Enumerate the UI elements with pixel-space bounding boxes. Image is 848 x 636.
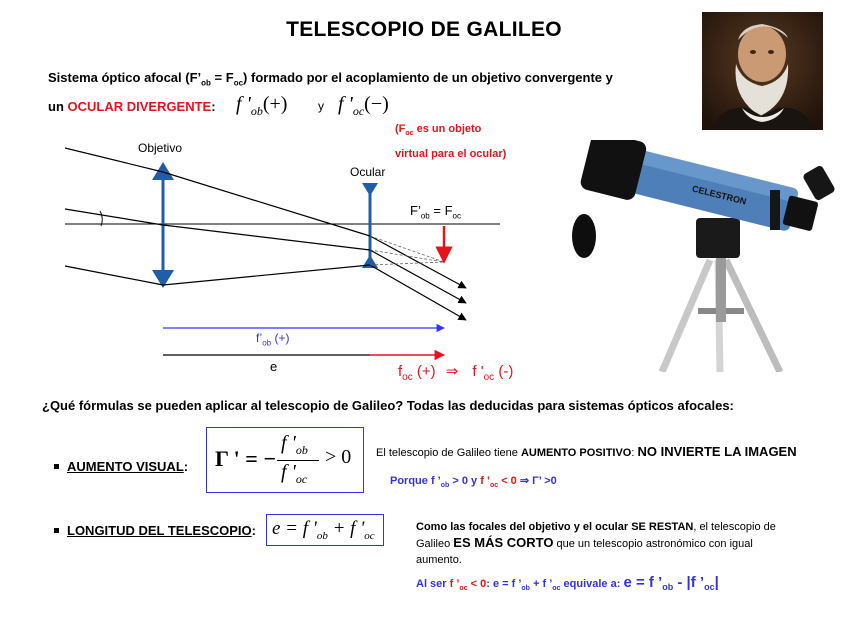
ray-top-out: [369, 235, 467, 289]
aumento-description: El telescopio de Galileo tiene AUMENTO P…: [376, 444, 797, 459]
f-oc-symbol: f 'oc(−): [338, 92, 389, 118]
aumento-visual-item: AUMENTO VISUAL:: [54, 458, 188, 476]
ray-mid-out: [369, 249, 467, 304]
ocular-divergente-label: OCULAR DIVERGENTE: [67, 98, 212, 114]
ray-mid-in: [64, 208, 164, 226]
intro-line-1: Sistema óptico afocal (F’ob = Foc) forma…: [48, 70, 613, 88]
bullet-icon: [54, 528, 59, 534]
question-text: ¿Qué fórmulas se pueden aplicar al teles…: [42, 398, 734, 413]
porque-text: Porque f ’ob > 0 y f ’oc < 0 ⇒ Γ’ >0: [390, 475, 557, 490]
focus-label: F’ob = Foc: [410, 203, 461, 221]
ocular-label: Ocular: [350, 165, 386, 179]
fraction-bar: [277, 460, 319, 461]
intro-line-2: un OCULAR DIVERGENTE: f 'ob(+) y f 'oc(−…: [48, 93, 688, 118]
longitud-formula: e = f 'ob + f 'oc: [266, 514, 384, 546]
ocular-lens: [362, 183, 378, 268]
ray-bot-out: [369, 264, 467, 321]
bullet-icon: [54, 464, 59, 470]
page-title: TELESCOPIO DE GALILEO: [286, 18, 562, 41]
al-ser-text: Al ser f ’oc < 0: e = f ’ob + f ’oc equi…: [416, 574, 719, 593]
foc-label: foc (+)⇒ f 'oc (-): [398, 363, 514, 383]
y-connector: y: [318, 98, 324, 113]
angle-arc: [99, 210, 103, 227]
longitud-description: Como las focales del objetivo y el ocula…: [416, 521, 776, 566]
f-ob-symbol: f 'ob(+): [236, 92, 288, 118]
fob-label: f’ob (+): [256, 331, 290, 348]
telescope-photo: CELESTRON: [572, 140, 835, 372]
intro-text: Sistema óptico afocal (F’ob = Foc) forma…: [48, 66, 688, 118]
virtual-object-note: (Foc es un objeto virtual para el ocular…: [395, 123, 507, 161]
objetivo-label: Objetivo: [138, 141, 183, 155]
galileo-portrait: [702, 12, 823, 130]
longitud-item: LONGITUD DEL TELESCOPIO:: [54, 522, 256, 540]
ray-top-in: [64, 147, 164, 173]
ray-bot-in: [64, 265, 164, 286]
ray-diagram: [64, 147, 500, 361]
aumento-formula: Γ ' = − f 'ob f 'oc > 0: [206, 427, 364, 493]
e-label: e: [270, 359, 278, 374]
